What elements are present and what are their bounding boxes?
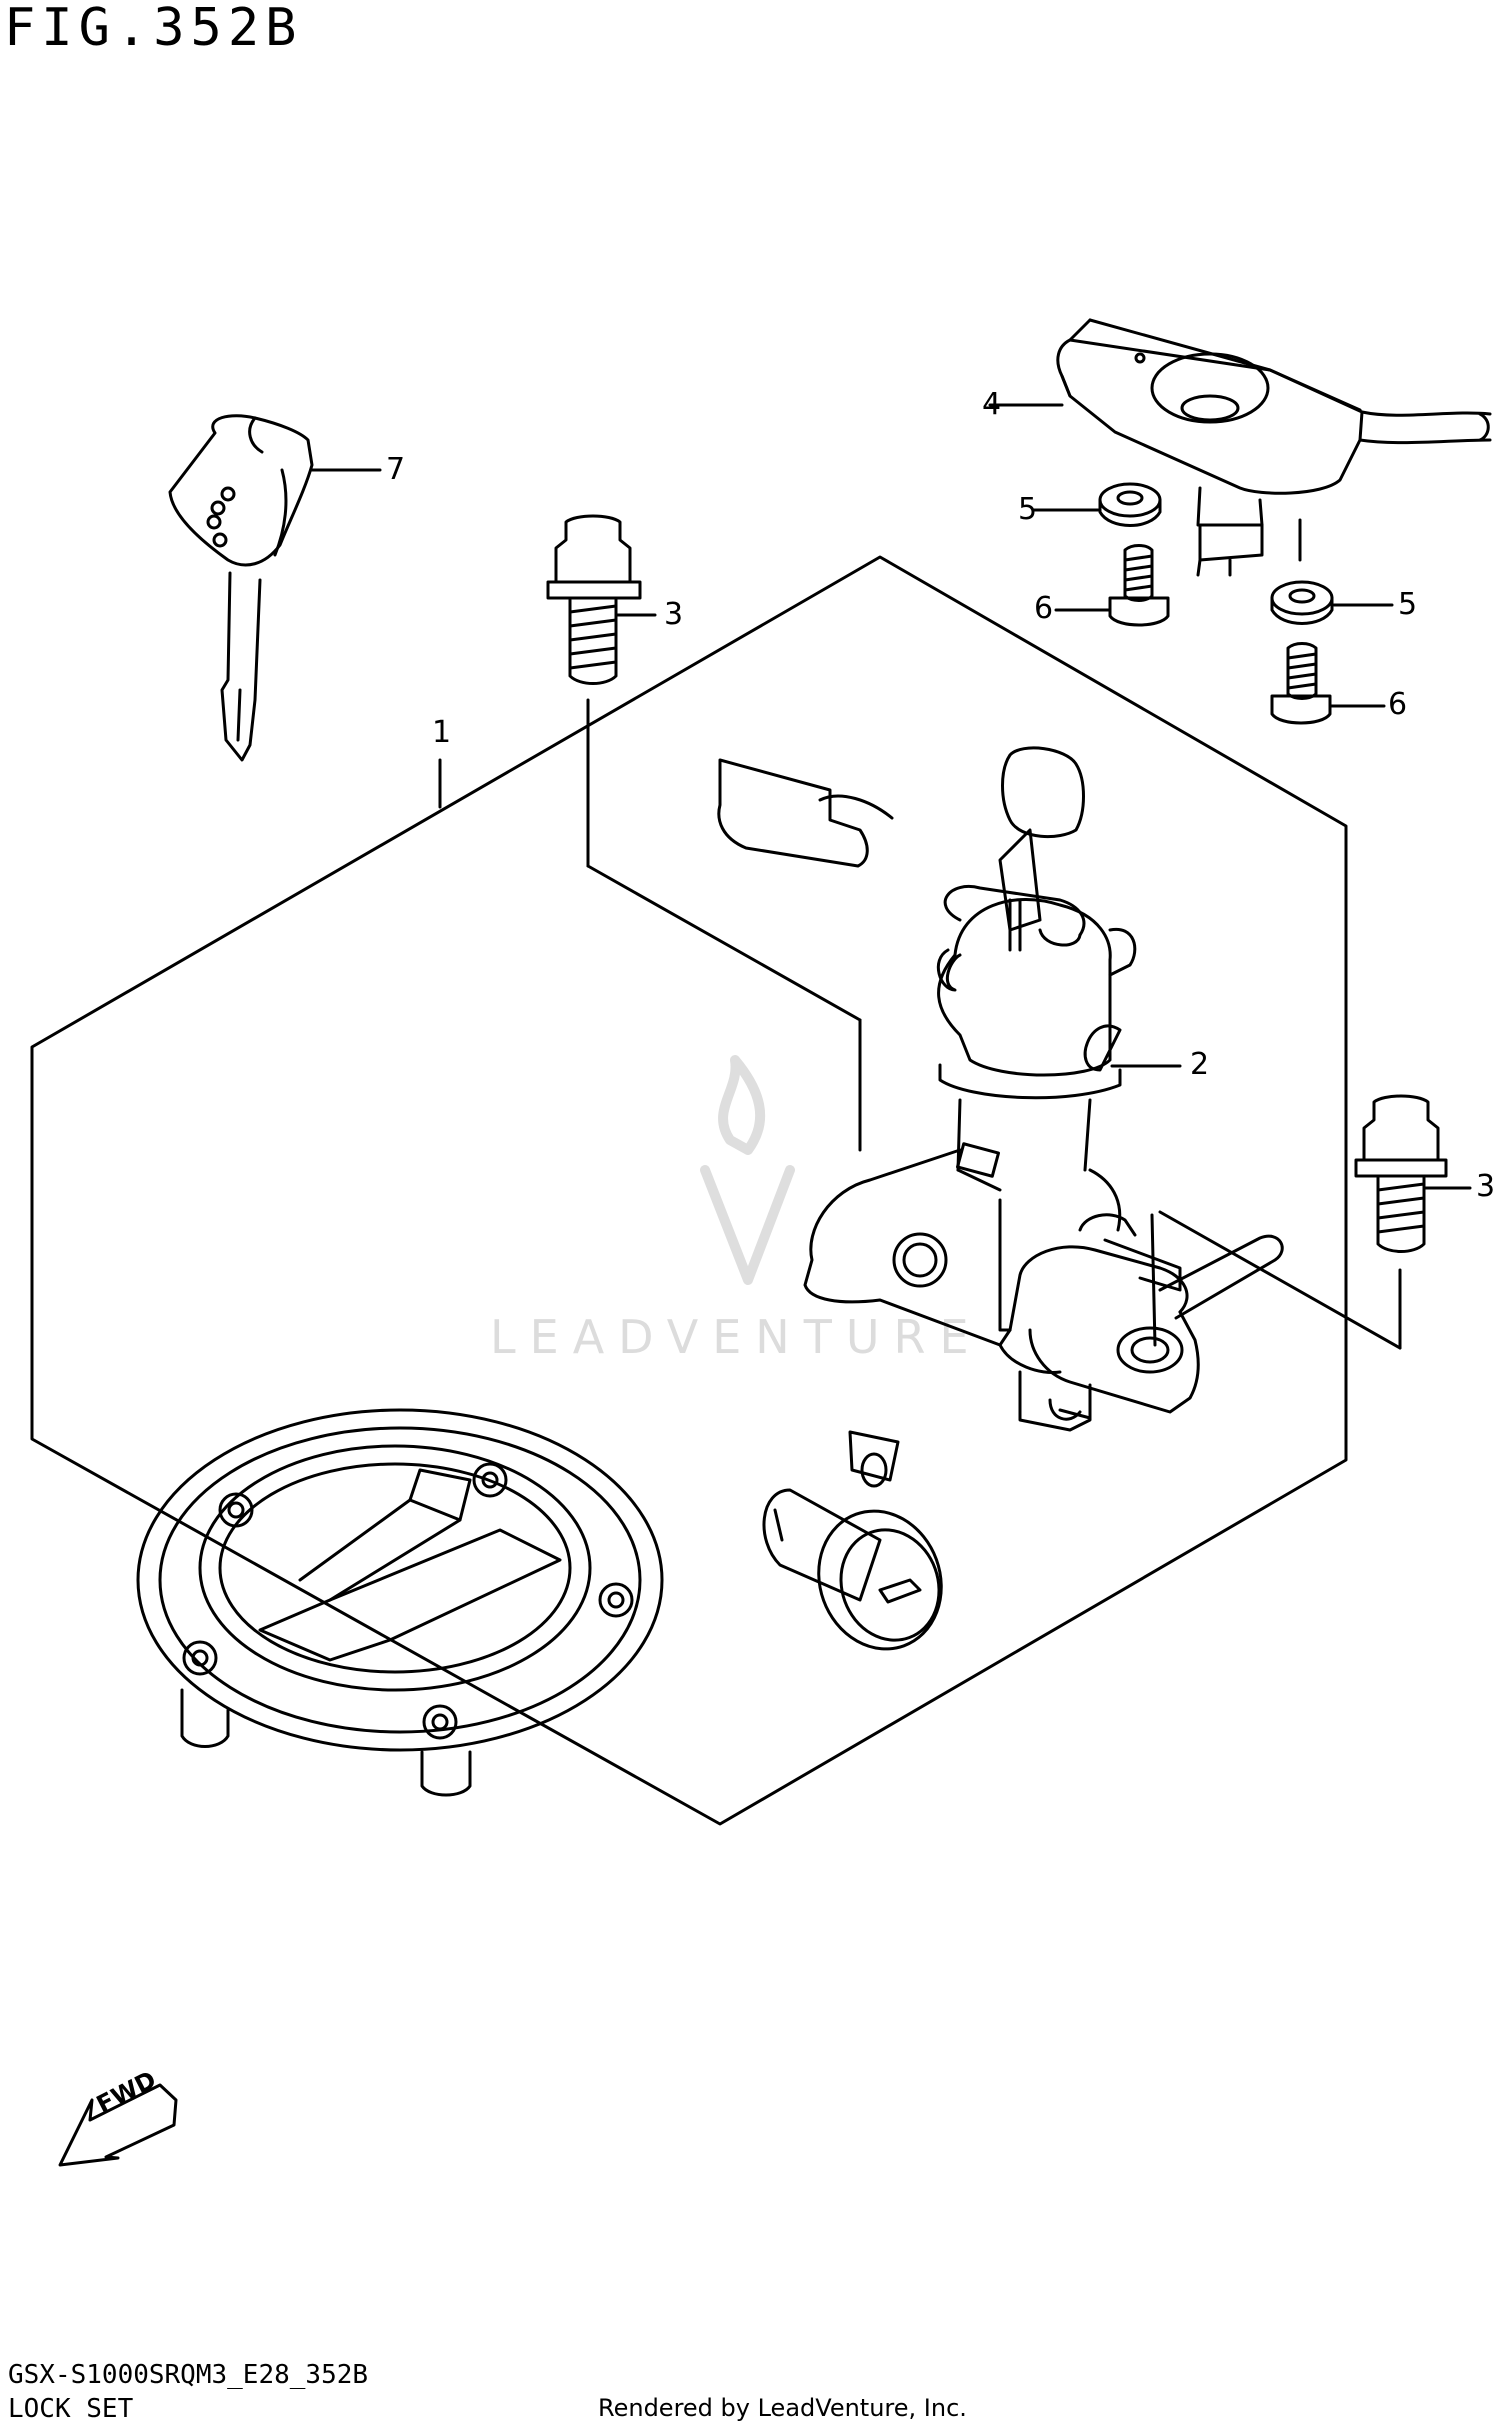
callout-3: 3 bbox=[1476, 1169, 1496, 1204]
callout-5: 5 bbox=[1398, 587, 1418, 622]
screw-part-6b bbox=[1270, 642, 1332, 725]
callout-1: 1 bbox=[432, 715, 452, 750]
screw-part-6a bbox=[1108, 544, 1170, 627]
ignition-switch-part-2 bbox=[717, 746, 1284, 1432]
fwd-arrow bbox=[58, 2083, 178, 2167]
callout-5: 5 bbox=[1018, 492, 1038, 527]
callout-2: 2 bbox=[1190, 1047, 1210, 1082]
antenna-part-4 bbox=[1056, 318, 1492, 577]
callout-4: 4 bbox=[982, 387, 1002, 422]
bolt-part-3a bbox=[546, 514, 642, 685]
key-part-7 bbox=[168, 414, 314, 762]
watermark-logo bbox=[700, 1055, 795, 1285]
render-credit: Rendered by LeadVenture, Inc. bbox=[598, 2394, 967, 2422]
callout-6: 6 bbox=[1388, 687, 1408, 722]
callout-6: 6 bbox=[1034, 591, 1054, 626]
watermark: LEADVENTURE bbox=[490, 1310, 983, 1364]
figure-title: FIG.352B bbox=[4, 0, 303, 58]
callout-3: 3 bbox=[664, 597, 684, 632]
lock-set-box bbox=[30, 555, 1348, 1826]
callout-7: 7 bbox=[386, 452, 406, 487]
section-name: LOCK SET bbox=[8, 2394, 134, 2424]
fuel-cap-ring bbox=[136, 1408, 664, 1797]
seat-lock-cylinder bbox=[762, 1430, 943, 1651]
grommet-part-5a bbox=[1098, 482, 1162, 527]
grommet-part-5b bbox=[1270, 580, 1334, 625]
bolt-part-3b bbox=[1354, 1094, 1448, 1253]
drawing-code: GSX-S1000SRQM3_E28_352B bbox=[8, 2360, 369, 2390]
